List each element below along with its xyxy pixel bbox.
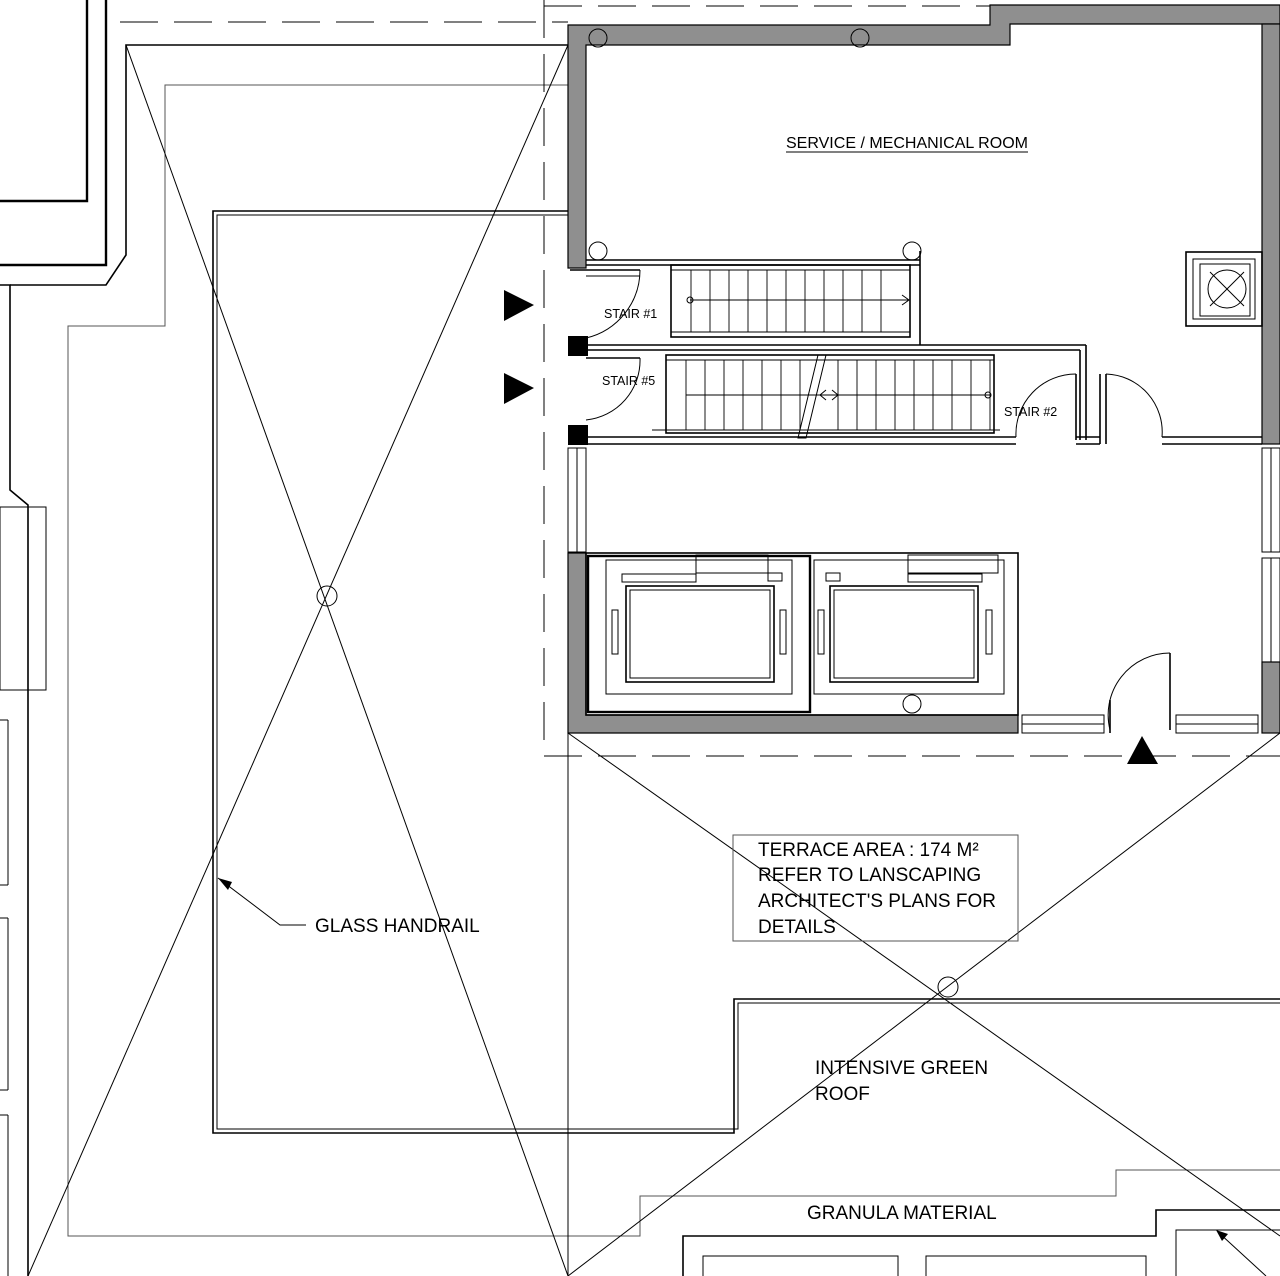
glazing <box>567 447 1280 734</box>
stair-1-label: STAIR #1 <box>604 307 657 321</box>
diagonal-cross-lines <box>27 44 1280 1276</box>
roof-outline <box>10 44 1280 1276</box>
terrace-note-line2: REFER TO LANSCAPING <box>758 865 981 886</box>
service-room-label: SERVICE / MECHANICAL ROOM <box>786 135 1028 152</box>
arrow-right-icon <box>504 290 534 321</box>
green-roof-label-line2: ROOF <box>815 1084 870 1105</box>
core-walls <box>567 4 1280 734</box>
stair-5-flight <box>586 344 1087 440</box>
doors <box>570 269 1171 733</box>
corridor-walls <box>586 374 1262 445</box>
glass-handrail-label: GLASS HANDRAIL <box>315 916 480 937</box>
terrace-note-box <box>732 834 1019 942</box>
arrow-up-icon <box>1127 736 1158 764</box>
elevators <box>585 552 1019 716</box>
dashed-boundary <box>120 0 1280 757</box>
terrace-note-line4: DETAILS <box>758 917 836 938</box>
stair-1-flight <box>670 264 911 338</box>
green-roof-label: INTENSIVE GREEN <box>815 1058 988 1079</box>
leader-lines <box>217 877 1267 1276</box>
arrow-right-icon <box>504 373 534 404</box>
plan-labels: SERVICE / MECHANICAL ROOM STAIR #1 STAIR… <box>315 135 1057 1224</box>
terrace-area-label: TERRACE AREA : 174 M² <box>758 840 979 861</box>
left-building-outline <box>0 0 108 1276</box>
direction-arrows <box>504 290 1158 764</box>
stair-2-label: STAIR #2 <box>1004 405 1057 419</box>
stair-5-label: STAIR #5 <box>602 374 655 388</box>
terrace-note-line3: ARCHITECT'S PLANS FOR <box>758 891 996 912</box>
granula-material-label: GRANULA MATERIAL <box>807 1203 997 1224</box>
